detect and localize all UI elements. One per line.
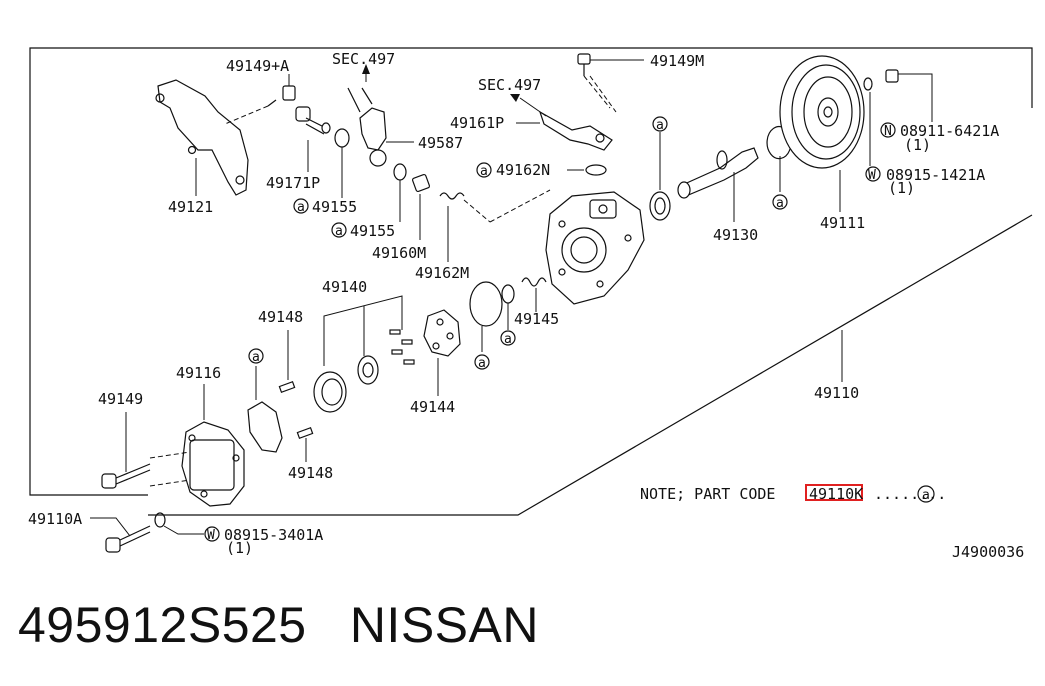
circle-w-a — [865, 166, 881, 182]
label-49155a: 49155 — [312, 198, 357, 216]
symbol-a: a — [335, 224, 343, 239]
circle-n — [880, 122, 896, 138]
symbol-a: a — [922, 488, 930, 503]
circle-a-49162n — [476, 162, 492, 178]
label-49116: 49116 — [176, 364, 221, 382]
label-49162m: 49162M — [415, 264, 469, 282]
label-49161p: 49161P — [450, 114, 504, 132]
seal — [649, 116, 671, 221]
symbol-a: a — [297, 200, 305, 215]
label-49162n: 49162N — [496, 161, 550, 179]
label-08915b: 08915-3401A — [224, 526, 323, 544]
circle-w-b — [204, 526, 220, 542]
note-code: 49110K — [809, 485, 863, 503]
circle-a-49155b — [331, 222, 347, 238]
valve-49162m — [439, 189, 551, 262]
symbol-w: W — [868, 168, 876, 183]
symbol-n: N — [884, 124, 892, 139]
label-08915a: 08915-1421A — [886, 166, 985, 184]
part-number: 495912S525 — [18, 597, 307, 653]
pump-housing — [545, 191, 645, 305]
label-sec497-a: SEC.497 — [332, 50, 395, 68]
note-text: NOTE; PART CODE — [640, 485, 775, 503]
symbol-a: a — [480, 164, 488, 179]
note-highlight-box — [805, 484, 863, 501]
note-dots: ........ — [874, 485, 946, 503]
washer-49155b — [393, 163, 407, 181]
pipe-49161p — [510, 94, 613, 151]
label-sec497-b: SEC.497 — [478, 76, 541, 94]
diagram-frame-lower — [148, 214, 1033, 516]
symbol-a: a — [478, 356, 486, 371]
label-08911-qty: (1) — [904, 136, 931, 154]
label-49130: 49130 — [713, 226, 758, 244]
washer-49155a — [334, 128, 350, 148]
circle-a-note — [917, 485, 935, 503]
label-49149a: 49149+A — [226, 57, 289, 75]
label-49121: 49121 — [168, 198, 213, 216]
shaft-49130 — [677, 147, 759, 222]
label-49110: 49110 — [814, 384, 859, 402]
label-49155b: 49155 — [350, 222, 395, 240]
oring-49162n — [585, 164, 607, 176]
label-08915a-qty: (1) — [888, 179, 915, 197]
symbol-w: W — [207, 528, 215, 543]
bracket-49121 — [155, 79, 249, 196]
footer-caption: 495912S525 NISSAN — [18, 596, 539, 654]
spring-49145 — [521, 277, 547, 312]
label-49144: 49144 — [410, 398, 455, 416]
symbol-a: a — [656, 118, 664, 133]
connector-49587 — [347, 64, 414, 167]
symbol-a: a — [776, 196, 784, 211]
bolt-49171p — [295, 106, 331, 172]
label-49148-a: 49148 — [258, 308, 303, 326]
label-49160m: 49160M — [372, 244, 426, 262]
reference-code: J4900036 — [952, 543, 1024, 561]
gasket-left — [247, 348, 283, 453]
symbol-a: a — [252, 350, 260, 365]
pins-49148 — [278, 330, 314, 462]
cam-ring-49144 — [423, 309, 461, 396]
washer-nut — [863, 69, 933, 166]
bolt-49149a — [224, 74, 296, 125]
rotor-kit-49140 — [313, 295, 415, 413]
label-49149m: 49149M — [650, 52, 704, 70]
label-49140: 49140 — [322, 278, 367, 296]
label-49111: 49111 — [820, 214, 865, 232]
label-49110a: 49110A — [28, 510, 82, 528]
brand-name: NISSAN — [349, 597, 539, 653]
fitting-49160m — [411, 173, 431, 240]
label-49171p: 49171P — [266, 174, 320, 192]
label-49145: 49145 — [514, 310, 559, 328]
bolt-49149 — [101, 412, 151, 489]
bolt-49149m — [577, 53, 644, 113]
label-08915b-qty: (1) — [226, 539, 253, 557]
bolt-49110a — [90, 517, 151, 553]
symbol-a: a — [504, 332, 512, 347]
gasket — [469, 281, 516, 370]
washer-08915b — [154, 512, 204, 535]
circle-a-49155a — [293, 198, 309, 214]
rear-cover-49116 — [149, 384, 245, 507]
label-49148-b: 49148 — [288, 464, 333, 482]
diagram-frame — [29, 47, 1033, 496]
label-49149: 49149 — [98, 390, 143, 408]
pulley-49111 — [779, 55, 865, 212]
label-08911: 08911-6421A — [900, 122, 999, 140]
label-49587: 49587 — [418, 134, 463, 152]
